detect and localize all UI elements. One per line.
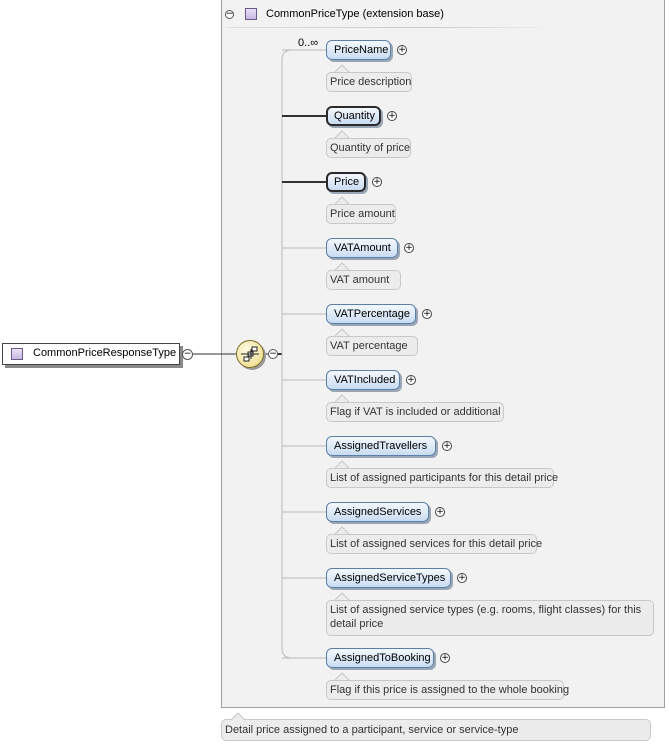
element-vatamount[interactable]: VATAmount bbox=[326, 238, 398, 258]
collapse-sequence-icon[interactable]: − bbox=[268, 349, 278, 359]
expand-icon[interactable]: + bbox=[435, 507, 445, 517]
element-quantity[interactable]: Quantity bbox=[326, 106, 381, 126]
extension-header-divider bbox=[227, 27, 557, 28]
element-assignedservicetypes[interactable]: AssignedServiceTypes bbox=[326, 568, 451, 588]
doc-notch bbox=[334, 394, 350, 403]
complex-type-icon bbox=[245, 8, 257, 20]
expand-icon[interactable]: + bbox=[404, 243, 414, 253]
element-documentation: VAT amount bbox=[326, 270, 401, 290]
doc-notch bbox=[334, 64, 350, 73]
expand-icon[interactable]: + bbox=[440, 653, 450, 663]
sequence-icon bbox=[241, 346, 259, 362]
element-assignedtravellers[interactable]: AssignedTravellers bbox=[326, 436, 436, 456]
element-assignedtobooking[interactable]: AssignedToBooking bbox=[326, 648, 434, 668]
root-type-label: CommonPriceResponseType bbox=[33, 347, 177, 359]
doc-notch bbox=[334, 196, 350, 205]
element-pricename[interactable]: PriceName bbox=[326, 40, 391, 60]
element-documentation: List of assigned services for this detai… bbox=[326, 534, 542, 554]
element-documentation: Price description bbox=[326, 72, 412, 92]
expand-icon[interactable]: + bbox=[406, 375, 416, 385]
type-doc-notch bbox=[230, 712, 246, 721]
element-documentation: Flag if VAT is included or additional bbox=[326, 402, 504, 422]
sequence-spine bbox=[281, 49, 293, 659]
sequence-compositor[interactable] bbox=[236, 340, 264, 368]
expand-icon[interactable]: + bbox=[457, 573, 467, 583]
doc-notch bbox=[334, 262, 350, 271]
doc-notch bbox=[334, 526, 350, 535]
element-documentation: List of assigned participants for this d… bbox=[326, 468, 558, 488]
doc-notch bbox=[334, 672, 350, 681]
element-documentation: Price amount bbox=[326, 204, 396, 224]
element-assignedservices[interactable]: AssignedServices bbox=[326, 502, 429, 522]
expand-icon[interactable]: + bbox=[387, 111, 397, 121]
expand-icon[interactable]: + bbox=[422, 309, 432, 319]
collapse-root-icon[interactable]: − bbox=[182, 349, 193, 360]
doc-notch bbox=[334, 460, 350, 469]
element-price[interactable]: Price bbox=[326, 172, 366, 192]
element-documentation: Flag if this price is assigned to the wh… bbox=[326, 680, 569, 700]
extension-base-header: − CommonPriceType (extension base) bbox=[221, 4, 561, 24]
expand-icon[interactable]: + bbox=[397, 45, 407, 55]
doc-notch bbox=[334, 592, 350, 601]
type-documentation: Detail price assigned to a participant, … bbox=[221, 719, 651, 741]
occurrence-label: 0..∞ bbox=[298, 37, 319, 49]
element-documentation: List of assigned service types (e.g. roo… bbox=[326, 600, 654, 636]
doc-notch bbox=[334, 328, 350, 337]
element-documentation: Quantity of price bbox=[326, 138, 411, 158]
expand-icon[interactable]: + bbox=[372, 177, 382, 187]
root-type-box[interactable]: CommonPriceResponseType bbox=[2, 343, 180, 365]
element-vatpercentage[interactable]: VATPercentage bbox=[326, 304, 416, 324]
element-documentation: VAT percentage bbox=[326, 336, 418, 356]
extension-base-label: CommonPriceType (extension base) bbox=[266, 8, 444, 20]
element-vatincluded[interactable]: VATIncluded bbox=[326, 370, 400, 390]
complex-type-icon bbox=[11, 348, 23, 360]
expand-icon[interactable]: + bbox=[442, 441, 452, 451]
extension-base-box bbox=[221, 0, 665, 708]
collapse-extension-icon[interactable]: − bbox=[225, 9, 234, 19]
doc-notch bbox=[334, 130, 350, 139]
